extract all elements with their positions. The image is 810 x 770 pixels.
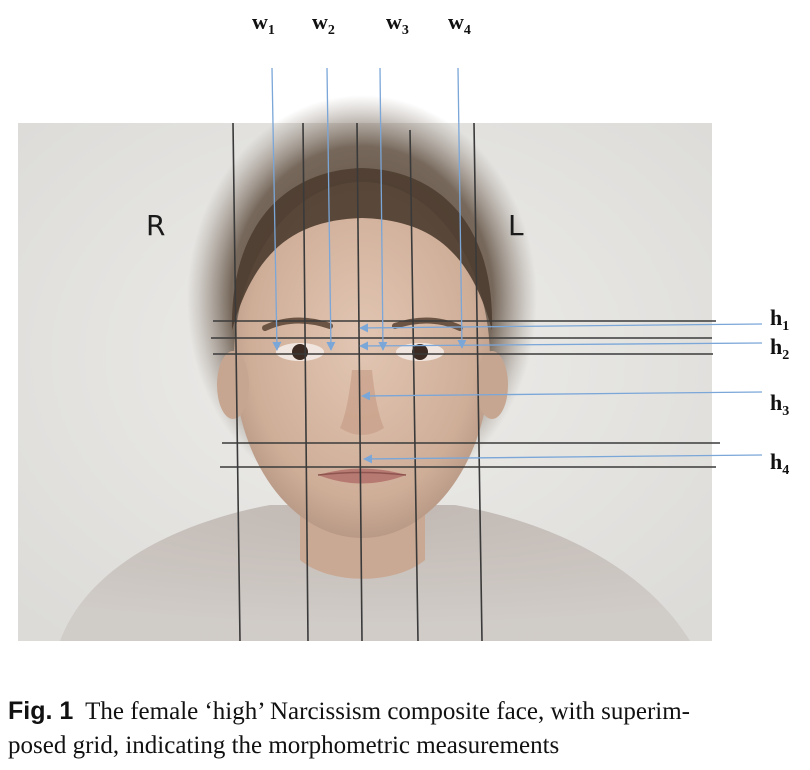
arrow-w1 (271, 67, 282, 351)
horizontal-grid-lines (211, 320, 720, 468)
side-label-left: L (508, 209, 524, 242)
grid-line-v1 (232, 122, 241, 642)
label-h1: h1 (770, 305, 789, 334)
vertical-grid-lines (232, 122, 483, 642)
label-w1: w1 (252, 9, 275, 38)
arrow-w2 (326, 67, 336, 351)
label-w3: w3 (386, 9, 409, 38)
label-h4: h4 (770, 449, 789, 478)
side-label-right: R (146, 209, 165, 242)
label-h2: h2 (770, 334, 789, 363)
figure-label: Fig. 1 (8, 697, 74, 725)
figure: w1 w2 w3 w4 h1 h2 h3 h4 R L (18, 9, 789, 642)
grid-line-v2 (302, 122, 309, 642)
label-w2: w2 (312, 9, 335, 38)
composite-face-photo (18, 95, 712, 641)
arrow-w3 (378, 67, 388, 351)
grid-line-v5 (473, 122, 483, 642)
arrow-h1 (359, 323, 763, 333)
grid-line-v3 (356, 122, 363, 642)
arrow-h3 (361, 391, 763, 401)
caption-text-line2: posed grid, indicating the morphometric … (8, 732, 560, 759)
grid-line-v4 (409, 129, 419, 642)
arrow-h2 (359, 341, 763, 351)
arrow-w4 (457, 67, 467, 349)
width-arrows (271, 67, 467, 351)
height-labels: h1 h2 h3 h4 (770, 305, 789, 478)
label-w4: w4 (448, 9, 471, 38)
caption-text-line1: The female ‘high’ Narcissism composite f… (85, 698, 691, 725)
figure-caption: Fig. 1 The female ‘high’ Narcissism comp… (8, 694, 802, 763)
height-arrows (359, 323, 763, 464)
width-labels: w1 w2 w3 w4 (252, 9, 471, 38)
arrow-h4 (363, 454, 763, 464)
label-h3: h3 (770, 390, 789, 419)
